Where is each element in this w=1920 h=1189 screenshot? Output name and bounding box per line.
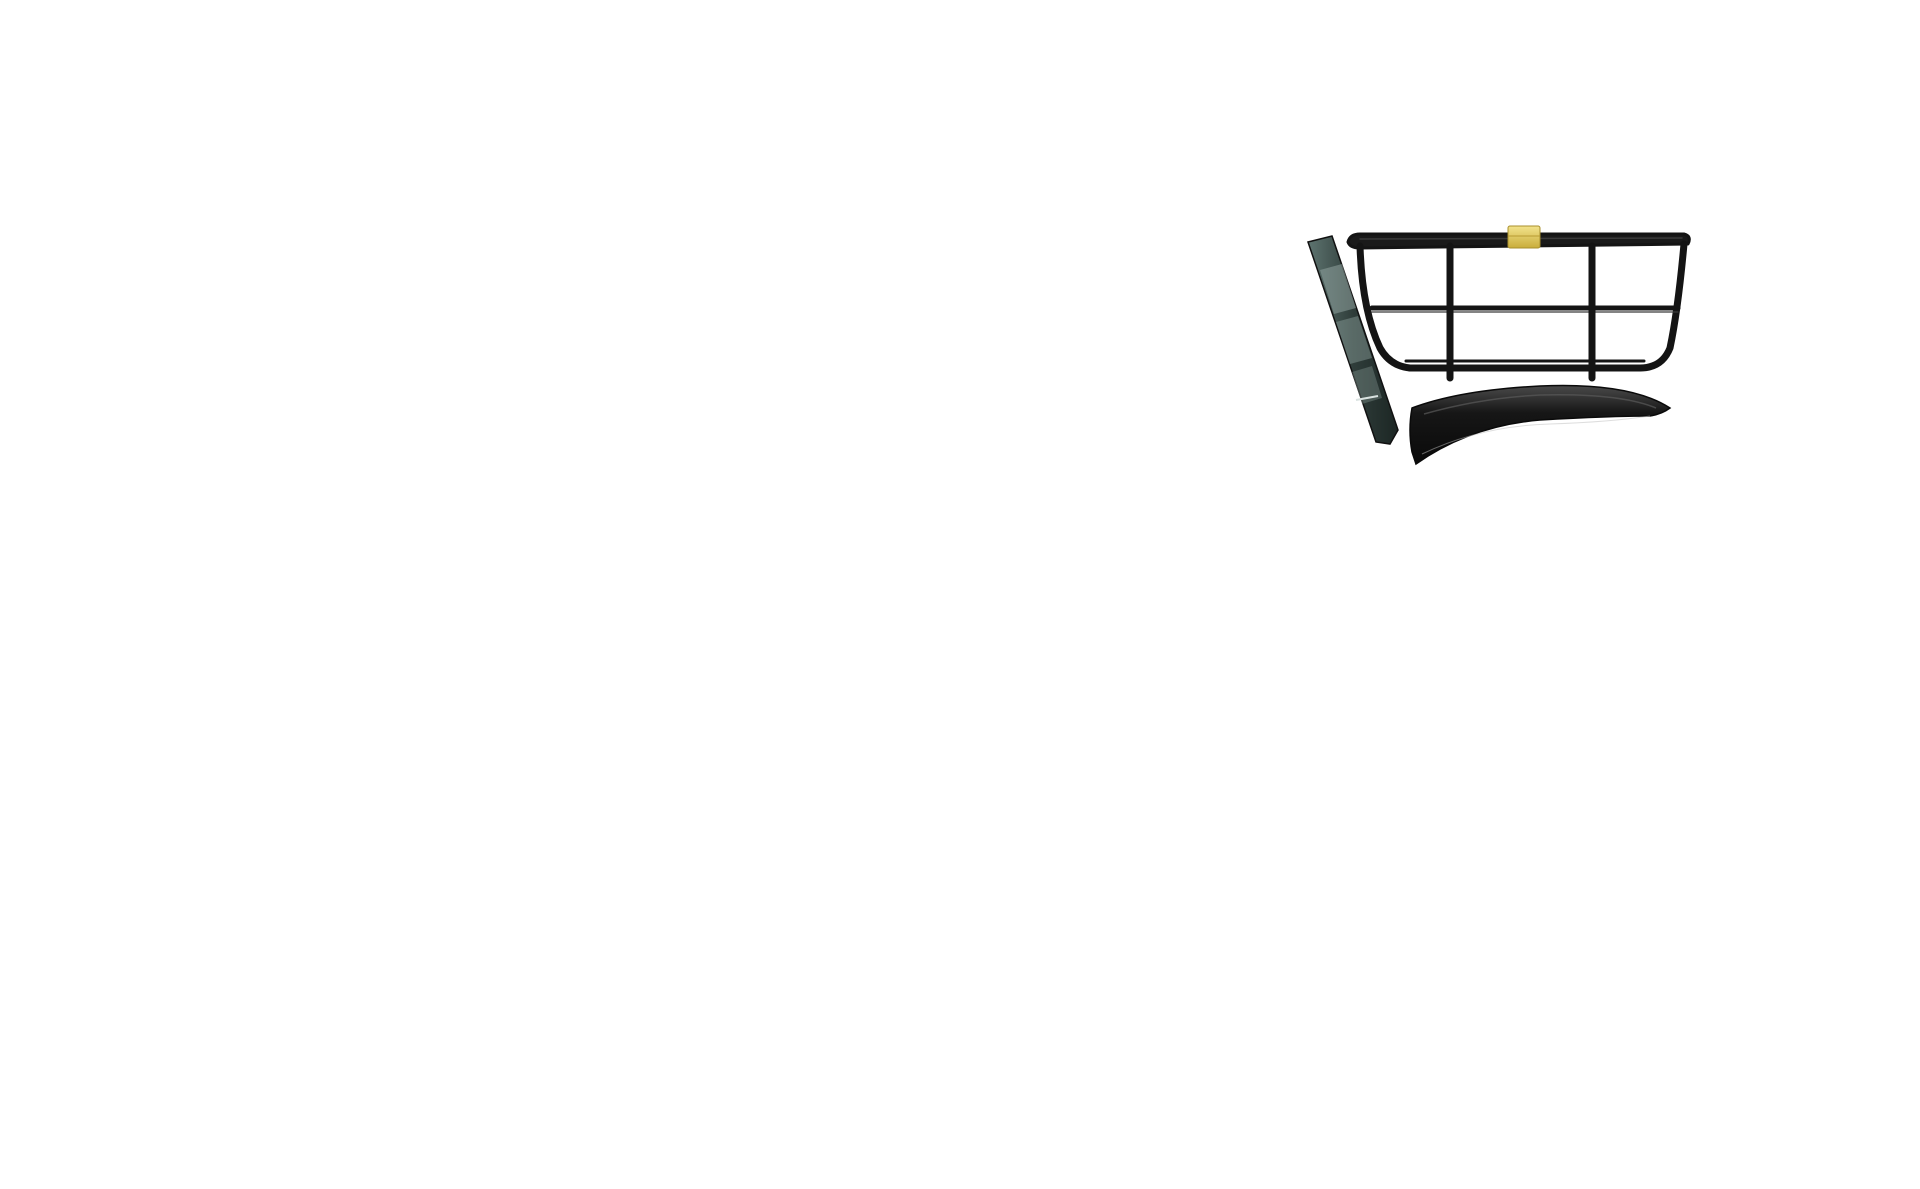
- basket-frame: [1346, 232, 1691, 382]
- fender: [1409, 384, 1672, 466]
- side-panel: [1307, 235, 1399, 445]
- basket-render-image: [1307, 225, 1691, 466]
- rim-clip: [1507, 225, 1541, 249]
